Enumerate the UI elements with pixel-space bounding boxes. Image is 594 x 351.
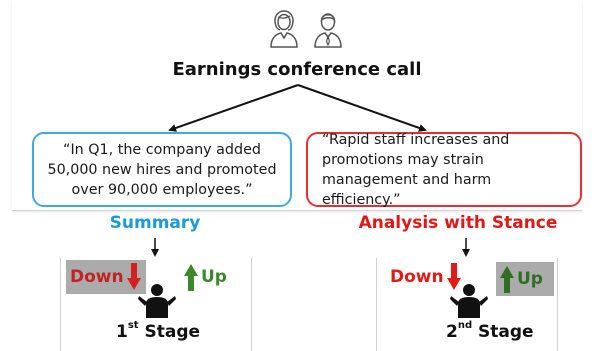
down-arrow-icon [126,263,141,290]
woman-icon [270,10,298,48]
arrow-to-right-quote [297,84,427,132]
up-arrow-icon [184,264,198,291]
man-icon [314,13,342,48]
stage2-down-indicator: Down [386,260,466,294]
down-arrow-icon [446,263,461,290]
up-arrow-icon [500,266,514,293]
stage2-up-indicator: Up [496,262,554,296]
analysis-label: Analysis with Stance [358,213,558,233]
stage2-down-label: Down [390,267,444,287]
stage1-label: 1st Stage [116,320,201,342]
summary-quote-box: “In Q1, the company added 50,000 new hir… [32,132,292,207]
stage2-label: 2nd Stage [446,320,534,342]
stage1-down-indicator: Down [66,260,146,294]
stage1-down-label: Down [70,267,124,287]
stance-quote-box: “Rapid staff increases and promotions ma… [306,132,582,208]
conference-title: Earnings conference call [172,59,422,80]
person-shrug-icon [450,284,488,318]
arrow-to-left-quote [168,84,299,132]
summary-label: Summary [109,213,201,233]
stage2-up-label: Up [517,269,543,289]
stage1-up-label: Up [201,267,227,287]
person-shrug-icon [138,284,176,318]
stage1-up-indicator: Up [180,260,250,294]
